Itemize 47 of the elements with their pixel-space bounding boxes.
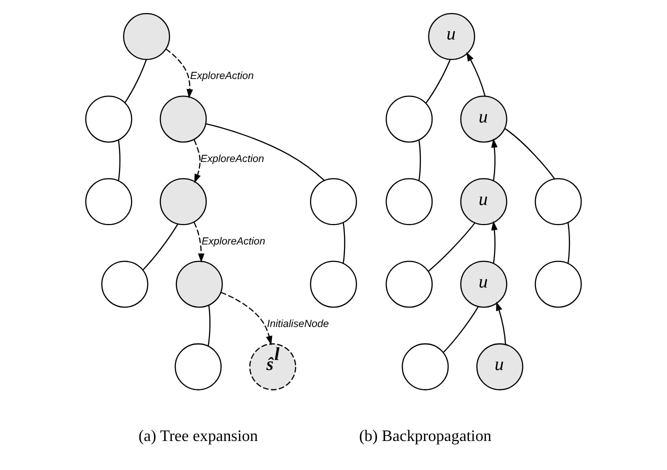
- connector: [342, 222, 346, 264]
- node-circle: [85, 95, 132, 142]
- connector: [428, 222, 476, 272]
- node-circle: u: [460, 178, 508, 225]
- edge-label: ExploreAction: [200, 153, 264, 164]
- node-circle: u: [476, 342, 524, 390]
- arrow: [491, 138, 498, 180]
- node-circle: u: [460, 260, 508, 308]
- connector: [208, 304, 211, 346]
- arrow: [166, 48, 193, 98]
- node-circle: u: [428, 12, 476, 60]
- node-circle: [160, 178, 207, 225]
- arrow: [194, 222, 204, 262]
- connector: [118, 140, 120, 180]
- node-circle: [123, 12, 170, 60]
- node-circle: [160, 95, 207, 142]
- node-circle: [174, 342, 222, 390]
- label: (b) Backpropagation: [359, 428, 492, 445]
- edge-label: ExploreAction: [190, 70, 254, 82]
- node-circle: [101, 260, 148, 308]
- node-circle: [386, 95, 433, 142]
- connector: [206, 122, 325, 180]
- node-circle: [386, 178, 433, 225]
- arrow: [220, 291, 272, 345]
- label: (a) Tree expansion: [138, 428, 258, 445]
- node-circle: [310, 260, 357, 308]
- connector: [418, 140, 421, 180]
- node-circle: [85, 178, 132, 225]
- node-circle: [534, 260, 582, 308]
- node-circle: [386, 260, 433, 308]
- node-circle: [310, 178, 357, 225]
- connector: [443, 306, 479, 352]
- arrow: [194, 139, 201, 183]
- edge-label: ExploreAction: [202, 236, 266, 247]
- connector: [567, 222, 570, 264]
- edge-label: InitialiseNode: [266, 318, 329, 330]
- connector: [142, 224, 178, 270]
- connector: [124, 58, 147, 102]
- connector: [426, 58, 451, 103]
- node-circle: [534, 178, 582, 225]
- node-circle: [402, 342, 449, 390]
- arrow: [496, 301, 506, 344]
- arrow: [466, 52, 486, 96]
- connector: [504, 128, 555, 179]
- node-circle: [176, 260, 223, 308]
- node-circle: u: [460, 95, 508, 142]
- arrow: [491, 220, 498, 264]
